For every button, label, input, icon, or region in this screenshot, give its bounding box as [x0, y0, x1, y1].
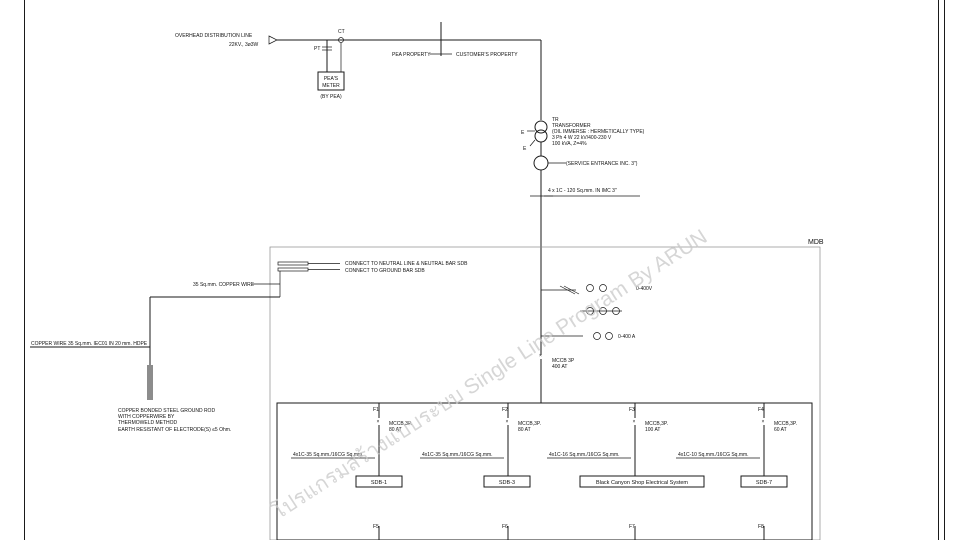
load-box — [579, 475, 705, 488]
copper-wire-hdpe-label: COPPER WIRE 35 Sq.mm. IEC01 IN 20 mm. HD… — [31, 341, 148, 347]
feeder-cable-label: 4x1C-10 Sq.mm./16CG Sq.mm. — [678, 452, 749, 458]
main-breaker-rating: 400 AT — [552, 364, 567, 370]
feeder-cable-label: 4x1C-35 Sq.mm./16CG Sq.mm. — [422, 452, 493, 458]
pea-meter-box — [317, 71, 345, 91]
feeder-id: F3 — [629, 407, 635, 413]
feeder-id: F1 — [373, 407, 379, 413]
feeder-cable-label: 4x1C-35 Sq.mm./16CG Sq.mm. — [293, 452, 364, 458]
breaker-rating: 80 AT — [389, 427, 402, 433]
feeder-f2: F2 × MCCB,3P.80 AT 4x1C-35 Sq.mm./16CG Sq.m… — [420, 407, 541, 488]
mdb-enclosure: MDB — [269, 239, 824, 541]
transformer-winding-icon — [534, 120, 548, 134]
feeder-f1: F1 × MCCB,3P.80 AT 4x1C-35 Sq.mm./16CG Sq.m… — [291, 407, 412, 488]
transformer-line-4: 100 kVA, Z=4% — [552, 141, 587, 147]
feeder-f4: F4 × MCCB,3P.60 AT 4x1C-10 Sq.mm./16CG Sq.m… — [676, 407, 797, 488]
bus-bars: CONNECT TO NEUTRAL LINE & NEUTRAL BAR SD… — [30, 261, 468, 433]
meter-label-1: PEA'S — [324, 76, 339, 82]
ammeter-icon — [605, 332, 613, 340]
breaker-rating: 80 AT — [518, 427, 531, 433]
ground-rod-note-4: EARTH RESISTANT OF ELECTRODE(S) ≤5 Ohm. — [118, 427, 231, 433]
feeder-id: F4 — [758, 407, 764, 413]
breaker-x-icon: × — [506, 419, 509, 425]
transformer-line-1: TRANSFORMER — [552, 123, 591, 129]
overhead-line-label: OVERHEAD DISTRIBUTION LINE — [175, 33, 253, 39]
transformer-winding-icon — [534, 129, 548, 143]
load-label: Black Canyon Shop Electrical System — [596, 480, 688, 486]
feeder-id: F5 — [373, 524, 379, 530]
ground-bar — [277, 267, 309, 272]
transformer-line-3: 3 Ph 4 W 22 kV/400-230 V — [552, 135, 612, 141]
customer-property-label: CUSTOMER'S PROPERTY — [456, 52, 518, 58]
breaker-rating: 100 AT — [645, 427, 660, 433]
feeder-id: F7 — [629, 524, 635, 530]
drawing-frame — [24, 0, 945, 540]
neutral-bar-note: CONNECT TO NEUTRAL LINE & NEUTRAL BAR SD… — [345, 261, 468, 267]
voltmeter-icon — [586, 284, 594, 292]
transformer-line-2: (OIL IMMERSE : HERMETICALLY TYPE) — [552, 129, 645, 135]
copper-wire-label: 35 Sq.mm. COPPER WIRE — [193, 282, 255, 288]
breaker-x-icon: × — [377, 419, 380, 425]
ground-rod-note: COPPER BONDED STEEL GROUND ROD WITH COPP… — [118, 408, 231, 433]
mdb-label: MDB — [808, 239, 824, 246]
breaker-type: MCCB,3P. — [518, 421, 541, 427]
mdb-metering: 0-400V 0-400 A × MCCB 3P 400 AT — [539, 284, 653, 403]
breaker-type: MCCB,3P. — [774, 421, 797, 427]
ground-rod-note-2: WITH COPPERWIRE BY — [118, 414, 175, 420]
load-box — [483, 475, 531, 488]
neutral-bar — [277, 261, 309, 266]
breaker-x-icon: × — [762, 419, 765, 425]
ground-label-2: E — [523, 146, 527, 152]
overhead-line-section: OVERHEAD DISTRIBUTION LINE 22KV., 3ø3W P… — [175, 22, 542, 120]
voltmeter-icon — [599, 284, 607, 292]
lower-feeder-circuits: F5 F6 F7 F8 — [373, 524, 765, 540]
service-entrance-icon — [533, 155, 549, 171]
breaker-type: MCCB,3P. — [645, 421, 668, 427]
pt-label: PT — [314, 46, 320, 52]
ground-rod-note-3: THERMOWELD METHOD — [118, 420, 178, 426]
ct-label: CT — [338, 29, 345, 35]
transformer-tag: TR — [552, 117, 559, 123]
overhead-line-spec: 22KV., 3ø3W — [229, 42, 259, 48]
ground-bar-note: CONNECT TO GROUND BAR SDB — [345, 268, 425, 274]
load-label: SDB-3 — [499, 480, 515, 486]
feeder-id: F2 — [502, 407, 508, 413]
pea-property-label: PEA PROPERTY — [392, 52, 431, 58]
ct-coil-icon — [338, 37, 344, 43]
feeder-f3: F3 × MCCB,3P.100 AT 4x1C-16 Sq.mm./16CG Sq.… — [547, 407, 705, 488]
line-arrow-icon — [268, 35, 278, 45]
breaker-rating: 60 AT — [774, 427, 787, 433]
main-breaker-type: MCCB 3P — [552, 358, 575, 364]
main-feeder-label: 4 x 1C - 120 Sq.mm. IN IMC 3" — [548, 188, 617, 194]
ammeter-icon — [593, 332, 601, 340]
ground-label-1: E — [521, 130, 525, 136]
ground-rod-note-1: COPPER BONDED STEEL GROUND ROD — [118, 408, 215, 414]
voltmeter-range: 0-400V — [636, 286, 653, 292]
breaker-type: MCCB,3P. — [389, 421, 412, 427]
feeder-cable-label: 4x1C-16 Sq.mm./16CG Sq.mm. — [549, 452, 620, 458]
load-label: SDB-1 — [371, 480, 387, 486]
transformer: E E TR TRANSFORMER (OIL IMMERSE : HERMET… — [521, 117, 645, 285]
feeder-id: F6 — [502, 524, 508, 530]
service-entrance-label: (SERVICE ENTRANCE INC. 3") — [566, 161, 638, 167]
load-label: SDB-7 — [756, 480, 772, 486]
load-box — [740, 475, 788, 488]
load-box — [355, 475, 403, 488]
mdb-boundary — [269, 246, 821, 541]
ownership-boundary: PEA PROPERTY CUSTOMER'S PROPERTY — [392, 52, 518, 58]
main-breaker-x-icon: × — [539, 353, 542, 359]
breaker-x-icon: × — [633, 419, 636, 425]
feeder-id: F8 — [758, 524, 764, 530]
meter-label-2: METER — [322, 83, 340, 89]
ammeter-range: 0-400 A — [618, 334, 636, 340]
meter-note: (BY PEA) — [320, 94, 342, 100]
